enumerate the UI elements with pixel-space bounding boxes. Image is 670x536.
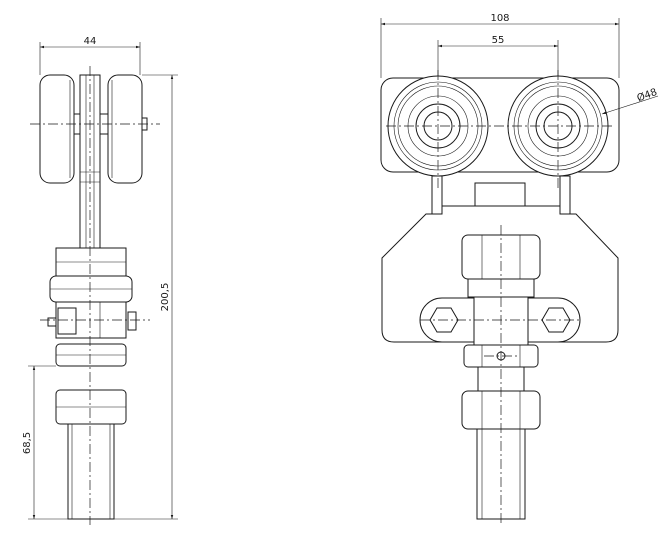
side-wheel-left xyxy=(39,74,75,184)
dim-side-width-label: 44 xyxy=(84,36,97,47)
dim-side-width: 44 xyxy=(39,36,141,75)
dim-overall-width-label: 108 xyxy=(490,13,509,24)
dim-stud-length-label: 68,5 xyxy=(22,432,33,454)
side-view xyxy=(30,66,160,525)
dim-stud-length: 68,5 xyxy=(22,365,68,520)
dim-wheel-spacing: 55 xyxy=(437,35,559,76)
side-wheel-right xyxy=(107,74,143,184)
dim-wheel-diameter-label: Ø48 xyxy=(635,86,658,104)
side-threaded-stud xyxy=(67,423,115,520)
dim-overall-width: 108 xyxy=(380,13,620,78)
front-view xyxy=(380,70,620,526)
dim-total-height: 200,5 xyxy=(114,74,178,520)
dim-total-height-label: 200,5 xyxy=(160,283,171,312)
dim-wheel-spacing-label: 55 xyxy=(492,35,505,46)
